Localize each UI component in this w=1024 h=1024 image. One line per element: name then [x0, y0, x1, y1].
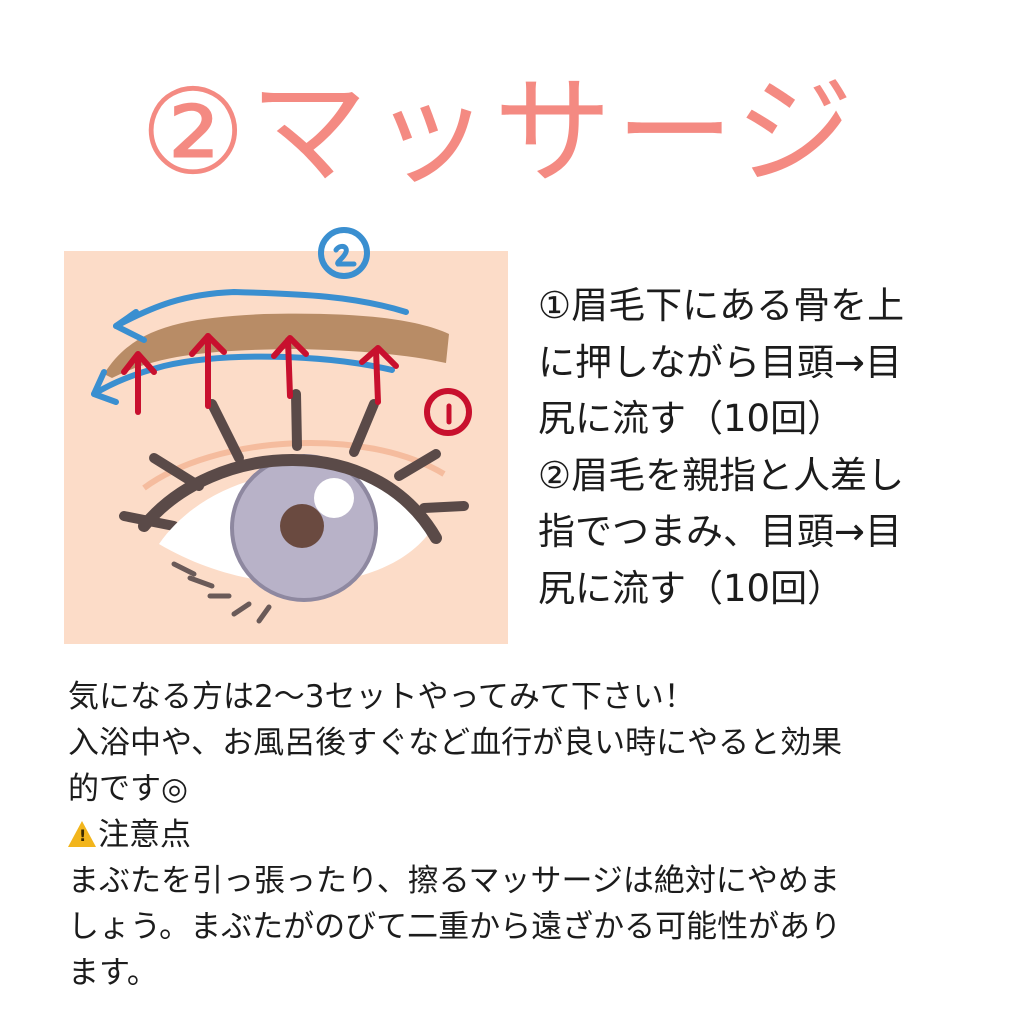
- step2-marker-icon: [318, 227, 370, 279]
- step2-arrows: [91, 289, 409, 405]
- caution-heading-text: 注意点: [98, 817, 191, 853]
- step-line: ②眉毛を親指と人差し: [538, 453, 905, 497]
- step-line: ①眉毛下にある骨を上: [538, 284, 905, 327]
- step-line: に押しながら目頭→目: [538, 340, 903, 384]
- notes-section: 気になる方は2〜3セットやってみて下さい！ 入浴中や、お風呂後すぐなど血行が良い…: [68, 674, 968, 996]
- step1-marker-icon: [424, 388, 472, 436]
- step-line: 尻に流す（10回）: [538, 566, 845, 610]
- caution-heading: 注意点: [68, 812, 968, 858]
- warning-icon: [68, 821, 96, 847]
- caution-line: ます。: [68, 955, 158, 991]
- note-line: 的です◎: [68, 771, 189, 807]
- caution-line: しょう。まぶたがのびて二重から遠ざかる可能性があり: [68, 909, 842, 945]
- eye-massage-illustration: [64, 226, 508, 644]
- caution-line: まぶたを引っ張ったり、擦るマッサージは絶対にやめま: [68, 863, 840, 899]
- upper-eyelid: [138, 454, 442, 544]
- iris-highlight: [314, 478, 354, 518]
- eyebrow-shape: [104, 313, 449, 378]
- note-line: 気になる方は2〜3セットやってみて下さい！: [68, 679, 695, 715]
- pupil: [280, 504, 324, 548]
- step-line: 指でつまみ、目頭→目: [538, 510, 903, 553]
- step-line: 尻に流す（10回）: [538, 397, 845, 440]
- note-line: 入浴中や、お風呂後すぐなど血行が良い時にやると効果: [68, 725, 843, 761]
- massage-steps: ①眉毛下にある骨を上 に押しながら目頭→目 尻に流す（10回） ②眉毛を親指と人…: [538, 278, 978, 617]
- page-title: ②マッサージ: [140, 63, 858, 201]
- step1-arrows: [121, 333, 399, 415]
- lower-lashes: [171, 561, 272, 624]
